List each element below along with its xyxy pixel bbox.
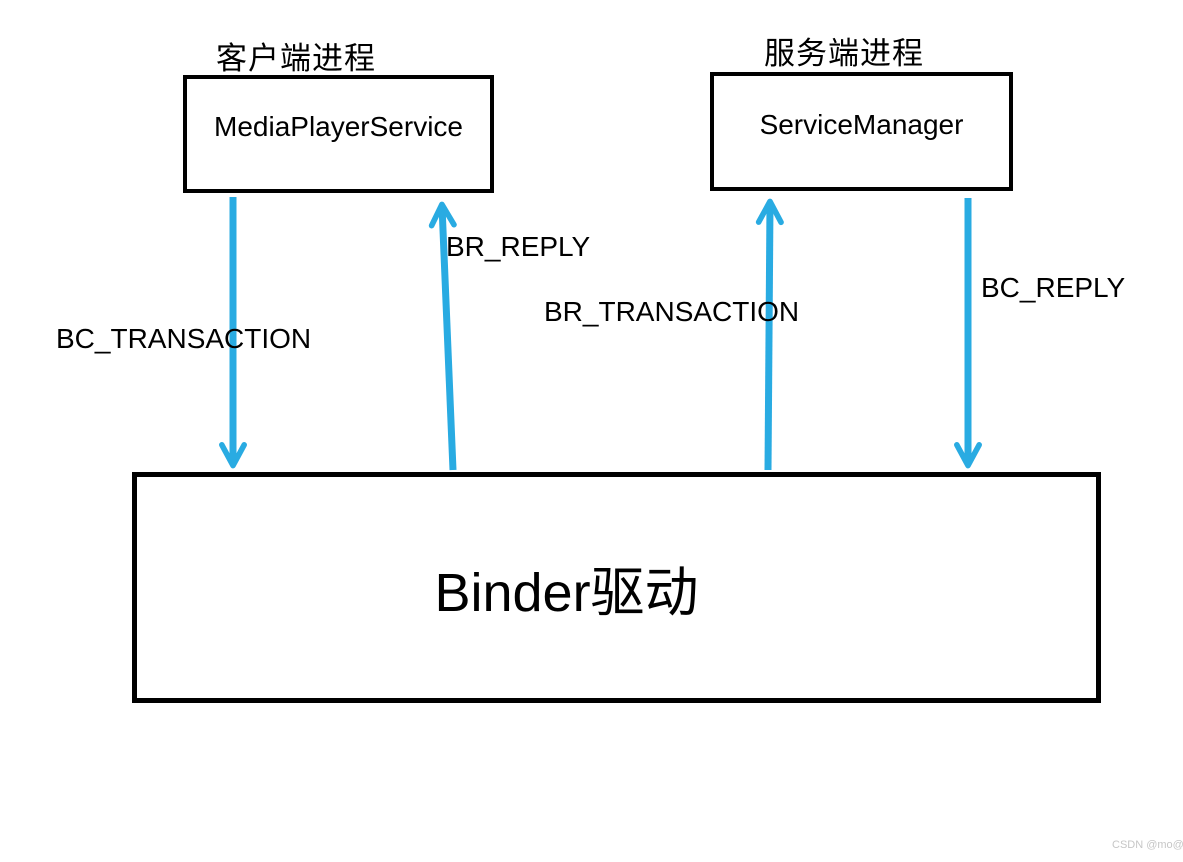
client-process-label: 客户端进程 — [216, 41, 376, 76]
bc-reply-label: BC_REPLY — [981, 272, 1126, 303]
bc-transaction-label: BC_TRANSACTION — [56, 323, 312, 354]
service-manager-label: ServiceManager — [759, 108, 964, 140]
media-player-service-box: MediaPlayerService — [183, 75, 494, 193]
binder-driver-label: Binder驱动 — [434, 563, 699, 623]
binder-driver-box: Binder驱动 — [132, 472, 1101, 703]
media-player-service-label: MediaPlayerService — [214, 111, 463, 142]
csdn-watermark: CSDN @mo@ — [1112, 839, 1183, 851]
service-manager-box: ServiceManager — [710, 72, 1013, 191]
br-transaction-label: BR_TRANSACTION — [544, 296, 800, 327]
br-transaction-arrow-icon — [755, 198, 784, 471]
server-process-label: 服务端进程 — [764, 36, 924, 71]
br-reply-label: BR_REPLY — [446, 231, 591, 262]
